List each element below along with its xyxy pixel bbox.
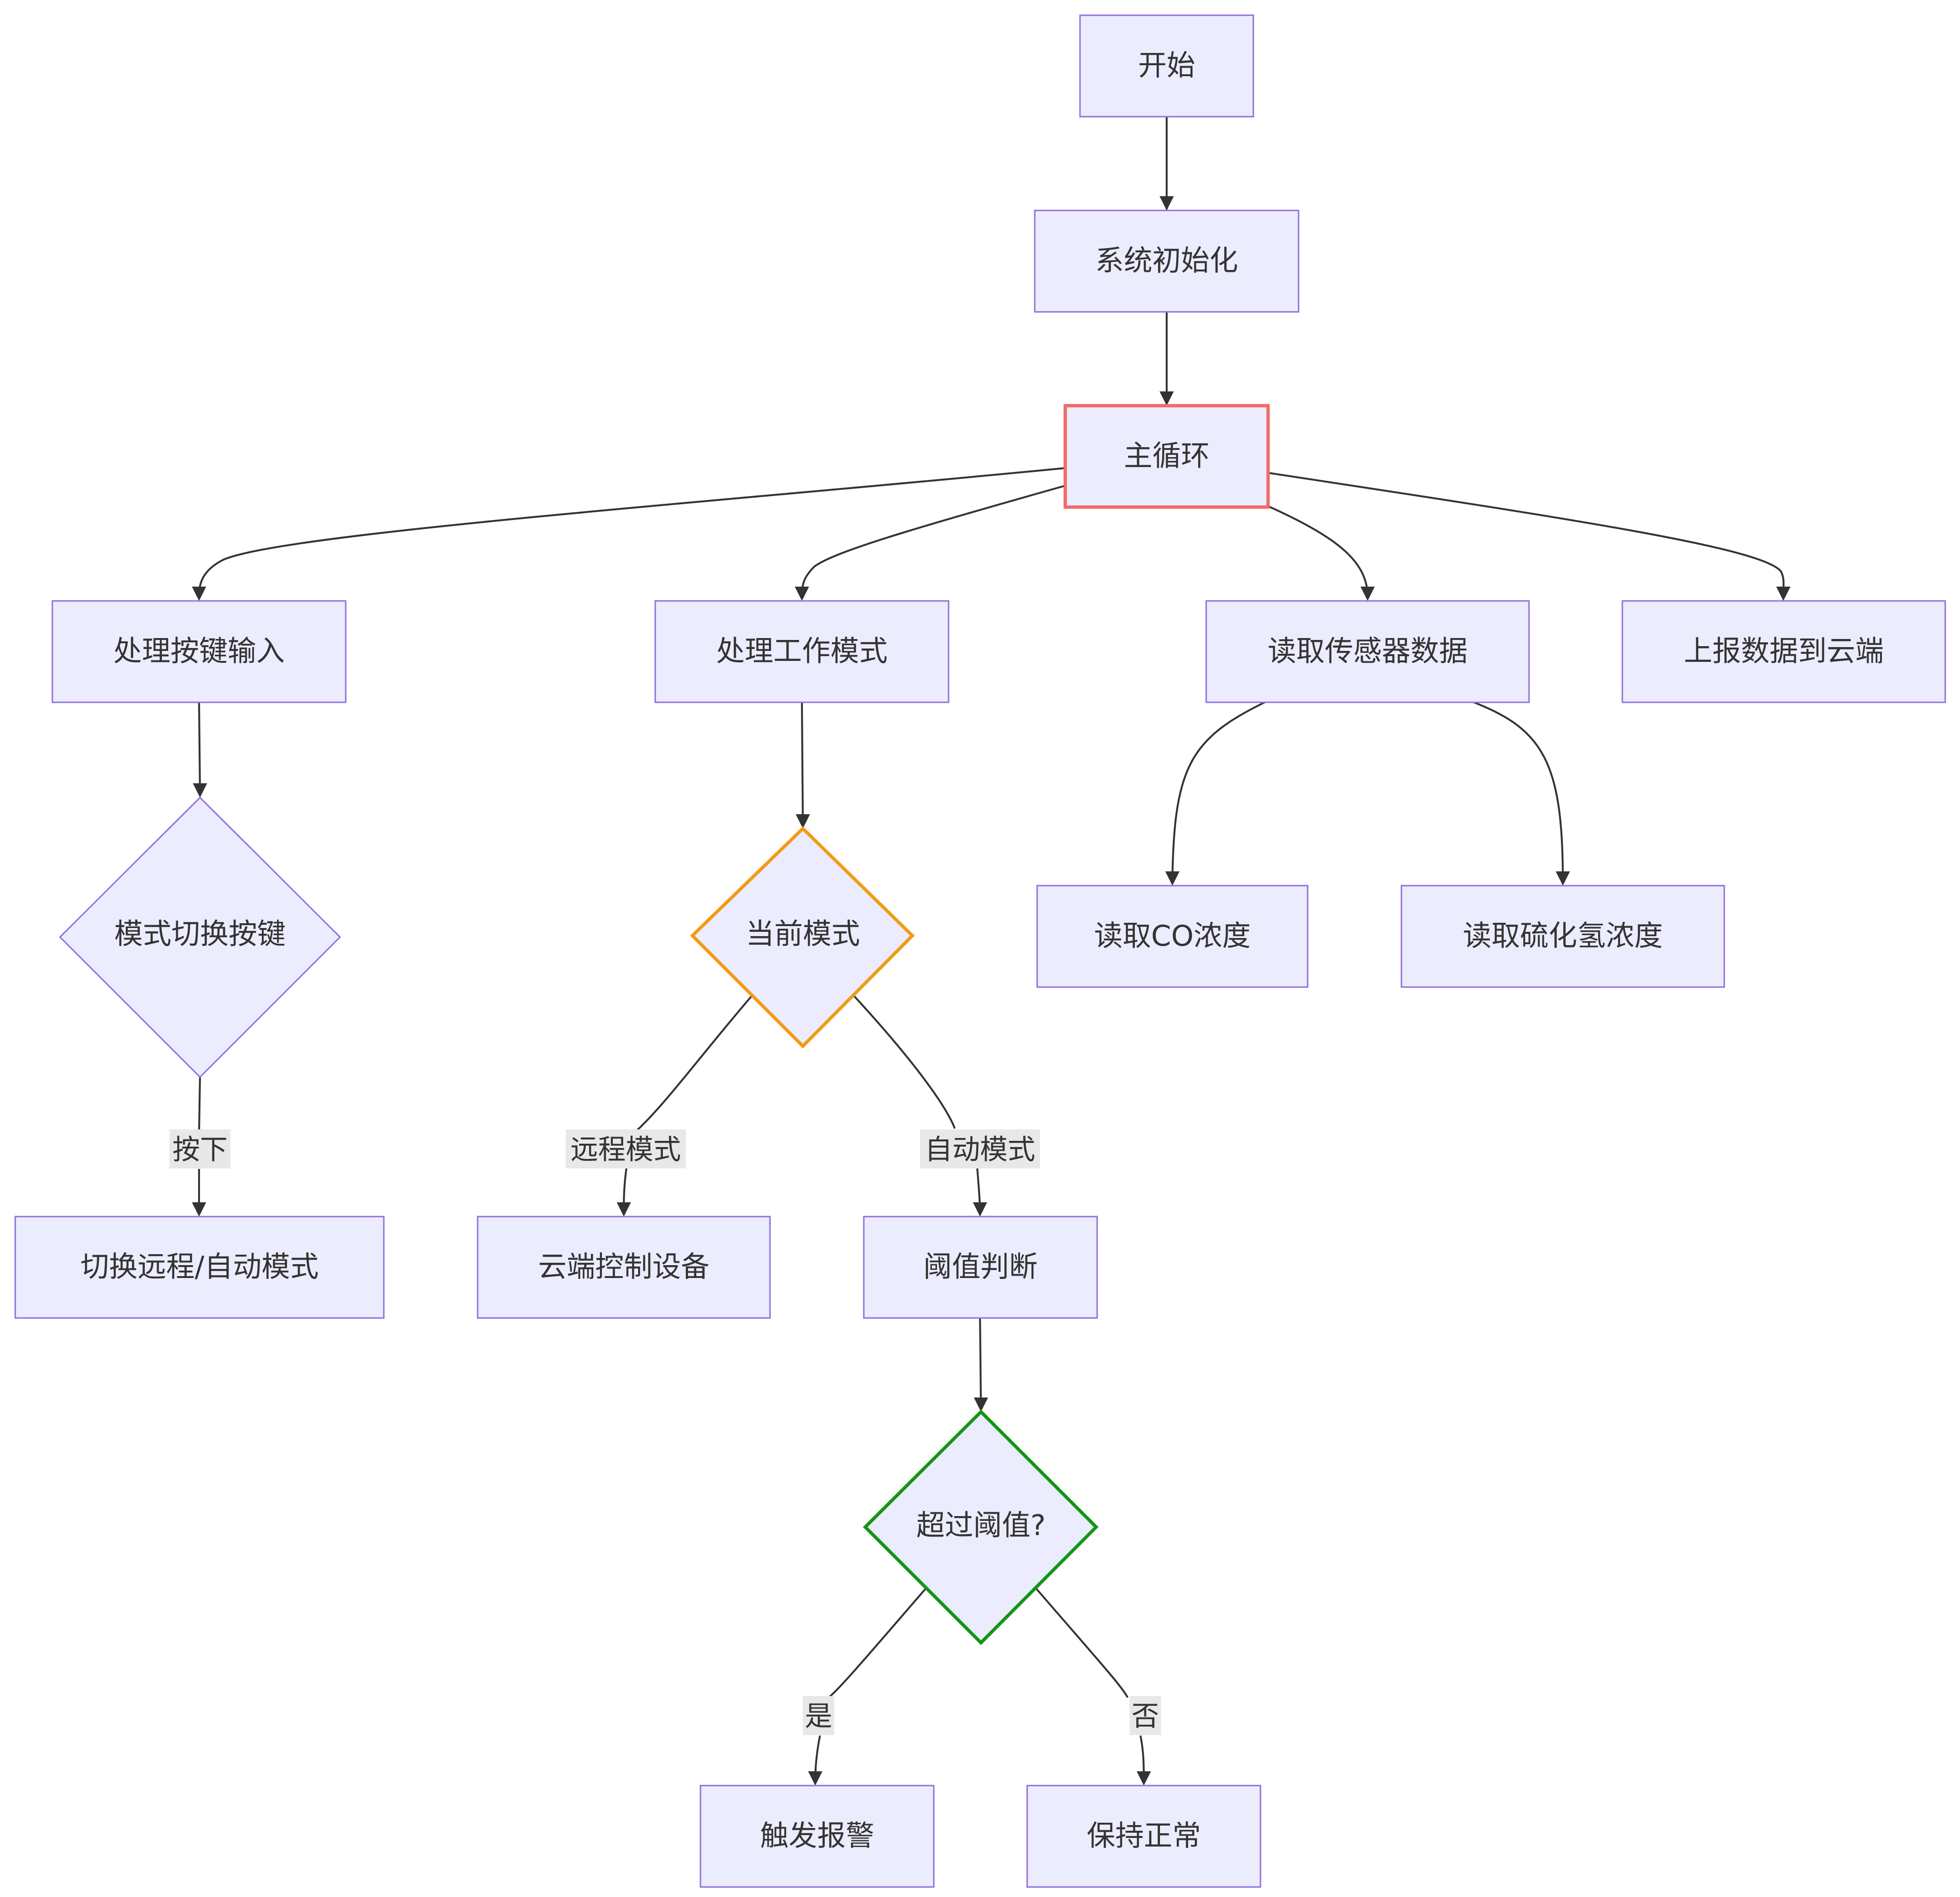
edge-mainloop-keys — [198, 467, 1066, 596]
edge-label-pressed: 按下 — [170, 1129, 230, 1168]
node-label: 触发报警 — [760, 1819, 874, 1853]
node-trigger-alarm[interactable]: 触发报警 — [700, 1785, 935, 1888]
node-init[interactable]: 系统初始化 — [1034, 210, 1300, 313]
node-box — [1063, 404, 1270, 509]
arrowhead — [617, 1202, 631, 1217]
edge-label-text: 是 — [805, 1700, 832, 1732]
node-box — [1400, 885, 1725, 988]
node-label: 处理工作模式 — [716, 635, 888, 668]
node-diamond — [59, 796, 341, 1078]
arrowhead — [1165, 871, 1180, 886]
node-diamond — [863, 1409, 1099, 1645]
node-box — [1036, 885, 1309, 988]
edge-label-yes: 是 — [803, 1696, 834, 1735]
node-box — [1034, 210, 1300, 313]
edge-sensors-co — [1171, 700, 1267, 881]
arrowhead — [1776, 587, 1790, 601]
node-label: 保持正常 — [1087, 1819, 1201, 1853]
node-label: 主循环 — [1124, 439, 1210, 473]
node-handle-mode[interactable]: 处理工作模式 — [654, 600, 950, 703]
node-label: 读取CO浓度 — [1094, 919, 1250, 953]
node-box — [1205, 600, 1530, 703]
node-label: 切换远程/自动模式 — [80, 1250, 319, 1284]
arrowhead — [1160, 391, 1174, 406]
node-label: 处理按键输入 — [113, 635, 285, 668]
node-mode-switch-key[interactable]: 模式切换按键 — [59, 796, 341, 1078]
node-box — [654, 600, 950, 703]
node-diamond — [690, 826, 915, 1048]
node-main-loop[interactable]: 主循环 — [1063, 404, 1270, 509]
nodes: 开始 系统初始化 主循环 处理按键输入 处理工作模式 读取传感器数据 上报数据到… — [14, 14, 1946, 1888]
edge-mode-currentmode — [801, 701, 804, 824]
edge-currentmode-auto — [852, 994, 981, 1212]
arrowheads — [192, 196, 1790, 1786]
edge-mainloop-sensors — [1268, 505, 1369, 596]
arrowhead — [796, 814, 810, 829]
edge-label-text: 按下 — [172, 1133, 228, 1166]
node-toggle-mode[interactable]: 切换远程/自动模式 — [14, 1216, 385, 1319]
edge-currentmode-remote — [623, 994, 753, 1212]
edge-label-bg — [170, 1129, 230, 1168]
edge-label-no: 否 — [1130, 1696, 1161, 1735]
node-threshold-check[interactable]: 阈值判断 — [863, 1216, 1098, 1319]
node-label: 上报数据到云端 — [1684, 635, 1884, 668]
node-cloud-control[interactable]: 云端控制设备 — [477, 1216, 771, 1319]
edge-labels: 按下 远程模式 自动模式 是 否 — [170, 1129, 1161, 1735]
arrowhead — [974, 1398, 988, 1412]
edge-label-text: 远程模式 — [570, 1133, 681, 1166]
node-label: 读取传感器数据 — [1268, 635, 1468, 668]
node-box — [1621, 600, 1946, 703]
edge-label-auto-mode: 自动模式 — [920, 1129, 1040, 1168]
edge-over-yes — [814, 1587, 927, 1781]
node-box — [1026, 1785, 1261, 1888]
arrowhead — [1556, 871, 1570, 886]
node-box — [1079, 14, 1254, 118]
node-start[interactable]: 开始 — [1079, 14, 1254, 118]
node-read-h2s[interactable]: 读取硫化氢浓度 — [1400, 885, 1725, 988]
node-label: 阈值判断 — [923, 1250, 1038, 1284]
node-read-co[interactable]: 读取CO浓度 — [1036, 885, 1309, 988]
node-box — [14, 1216, 385, 1319]
edge-label-bg — [803, 1696, 834, 1735]
node-label: 当前模式 — [746, 918, 860, 951]
node-handle-keys[interactable]: 处理按键输入 — [51, 600, 347, 703]
node-read-sensors[interactable]: 读取传感器数据 — [1205, 600, 1530, 703]
edge-label-remote-mode: 远程模式 — [566, 1129, 686, 1168]
arrowhead — [192, 587, 206, 601]
edge-label-bg — [566, 1129, 686, 1168]
node-label: 系统初始化 — [1095, 244, 1238, 278]
node-label: 超过阈值? — [916, 1509, 1046, 1542]
node-label: 模式切换按键 — [114, 918, 286, 951]
arrowhead — [193, 783, 207, 798]
node-keep-normal[interactable]: 保持正常 — [1026, 1785, 1261, 1888]
node-label: 云端控制设备 — [538, 1250, 710, 1284]
edge-label-text: 否 — [1131, 1700, 1159, 1732]
edge-threshold-over — [979, 1316, 982, 1408]
node-report-cloud[interactable]: 上报数据到云端 — [1621, 600, 1946, 703]
node-label: 读取硫化氢浓度 — [1463, 919, 1663, 953]
node-box — [700, 1785, 935, 1888]
arrowhead — [795, 587, 809, 601]
edge-over-no — [1035, 1587, 1145, 1781]
arrowhead — [973, 1202, 987, 1217]
edge-label-text: 自动模式 — [925, 1133, 1035, 1166]
node-box — [51, 600, 347, 703]
edge-mainloop-mode — [801, 485, 1066, 596]
arrowhead — [1160, 196, 1174, 210]
node-current-mode[interactable]: 当前模式 — [690, 826, 915, 1048]
edge-label-bg — [1130, 1696, 1161, 1735]
arrowhead — [1137, 1771, 1151, 1786]
node-box — [863, 1216, 1098, 1319]
node-box — [477, 1216, 771, 1319]
edge-keys-switchkey — [198, 701, 201, 793]
arrowhead — [808, 1771, 822, 1786]
node-over-threshold[interactable]: 超过阈值? — [863, 1409, 1099, 1645]
edge-mainloop-report — [1268, 472, 1785, 596]
edge-sensors-h2s — [1471, 700, 1564, 881]
node-label: 开始 — [1138, 49, 1195, 82]
arrowhead — [1360, 587, 1375, 601]
arrowhead — [192, 1202, 206, 1217]
edge-label-bg — [920, 1129, 1040, 1168]
